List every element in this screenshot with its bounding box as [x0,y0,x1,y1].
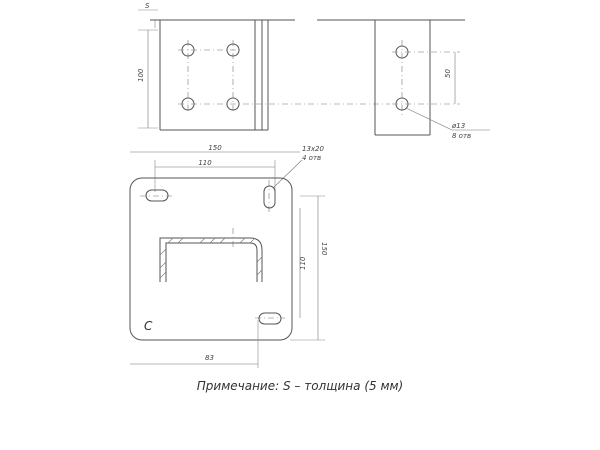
width-total-label: 150 [208,144,222,152]
slot [258,312,282,325]
hole-count-label: 8 отв [452,132,471,140]
width-inner-label: 110 [198,159,212,167]
section-hatching [159,237,263,279]
slot-count-label: 4 отв [302,154,321,162]
base-plate [129,177,293,341]
thickness-symbol-label: S [145,2,150,10]
height-right-label: 150 [320,242,328,256]
height-inner-label: 110 [299,256,307,270]
bottom-dim-label: 83 [205,354,214,362]
c-mark-label: C [144,319,153,333]
slot [263,185,276,209]
hole-spacing-label: 50 [444,69,452,78]
slot [145,189,169,202]
thickness-note: Примечание: S – толщина (5 мм) [197,379,403,393]
height-total-label: 100 [137,68,145,82]
hole-diameter-label: ø13 [451,122,465,130]
front-view: S 100 [137,2,390,131]
slot-size-label: 13x20 [302,145,325,153]
side-view: 50 ø13 8 отв [317,19,490,140]
plan-view: 150 110 13x20 4 отв C [129,144,328,368]
